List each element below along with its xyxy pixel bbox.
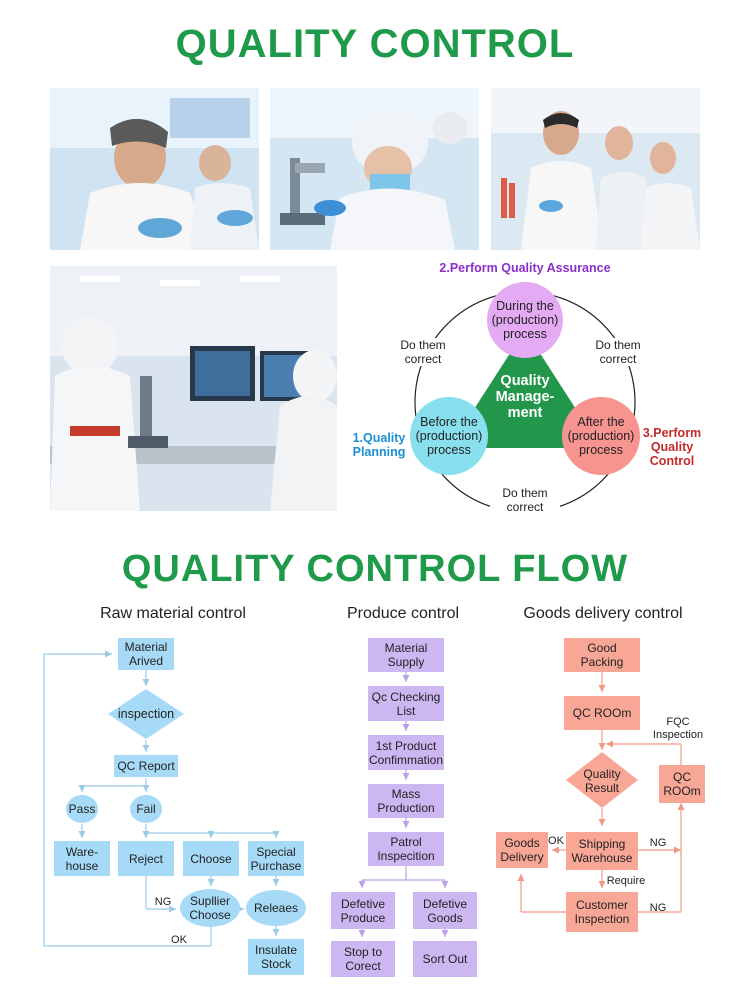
page-title: QUALITY CONTROL bbox=[175, 22, 575, 66]
raw-ng-label: NG bbox=[154, 896, 172, 908]
inspection-diamond bbox=[108, 689, 184, 739]
raw-warehouse: Ware- house bbox=[54, 841, 110, 876]
top-circle-shape bbox=[487, 282, 563, 358]
edge-label-top-left: Do them correct bbox=[393, 338, 453, 366]
flow-title: QUALITY CONTROL FLOW bbox=[121, 548, 629, 590]
raw-supplier-choose: Supllier Choose bbox=[180, 889, 240, 927]
raw-fail: Fail bbox=[130, 795, 162, 823]
delivery-ok-label: OK bbox=[548, 835, 564, 847]
right-circle: After the (production) process bbox=[567, 415, 635, 457]
delivery-ng-label-1: NG bbox=[649, 837, 667, 849]
raw-qc-report: QC Report bbox=[114, 755, 178, 777]
edge-label-bottom: Do them correct bbox=[490, 486, 560, 514]
raw-special-purchase: Special Purchase bbox=[248, 841, 304, 876]
produce-sort-out: Sort Out bbox=[413, 941, 477, 977]
center-label: Quality Manage- ment bbox=[495, 373, 555, 421]
produce-qc-checking-list: Qc Checking List bbox=[368, 686, 444, 721]
label-quality-planning: 1.Quality Planning bbox=[352, 431, 406, 459]
raw-ok-label: OK bbox=[171, 934, 187, 946]
left-circle-shape bbox=[410, 397, 488, 475]
raw-inspection: inspection bbox=[117, 707, 175, 721]
delivery-qc-room: QC ROOm bbox=[564, 696, 640, 730]
produce-stop-to-correct: Stop to Corect bbox=[331, 941, 395, 977]
delivery-quality-result: Quality Result bbox=[583, 767, 621, 795]
right-circle-shape bbox=[562, 397, 640, 475]
raw-release: Releaes bbox=[246, 890, 306, 926]
heading-produce: Produce control bbox=[346, 605, 460, 622]
raw-insulate-stock: Insulate Stock bbox=[248, 939, 304, 975]
raw-choose: Choose bbox=[183, 841, 239, 876]
edge-label-top-right: Do them correct bbox=[588, 338, 648, 366]
delivery-customer-inspection: Customer Inspection bbox=[566, 892, 638, 932]
label-quality-assurance: 2.Perform Quality Assurance bbox=[439, 261, 611, 275]
produce-patrol-inspection: Patrol Inspecition bbox=[368, 832, 444, 866]
lab-photo-scientist-gloves bbox=[50, 88, 259, 250]
produce-defective-produce: Defetive Produce bbox=[331, 892, 395, 929]
top-circle: During the (production) process bbox=[491, 299, 559, 341]
heading-delivery: Goods delivery control bbox=[523, 605, 683, 622]
delivery-shipping-warehouse: Shipping Warehouse bbox=[566, 832, 638, 870]
produce-material-supply: Material Supply bbox=[368, 638, 444, 672]
center-triangle bbox=[449, 330, 601, 448]
lab-photo-cleanroom bbox=[50, 266, 337, 511]
raw-reject: Reject bbox=[118, 841, 174, 876]
lab-photo-team-pipettes bbox=[491, 88, 700, 250]
delivery-fqc-label: FQC Inspection bbox=[652, 716, 704, 741]
left-circle: Before the (production) process bbox=[415, 415, 483, 457]
produce-defective-goods: Defetive Goods bbox=[413, 892, 477, 929]
delivery-ng-label-2: NG bbox=[649, 902, 667, 914]
produce-mass-production: Mass Production bbox=[368, 784, 444, 818]
delivery-require-label: Require bbox=[606, 875, 646, 887]
lab-photo-microscope bbox=[270, 88, 479, 250]
raw-pass: Pass bbox=[66, 795, 98, 823]
label-quality-control: 3.Perform Quality Control bbox=[642, 426, 702, 468]
raw-material-arrived: Material Arived bbox=[118, 638, 174, 670]
quality-result-diamond bbox=[566, 752, 638, 808]
heading-raw-material: Raw material control bbox=[100, 605, 246, 622]
produce-first-product: 1st Product Confimmation bbox=[368, 735, 444, 770]
delivery-goods-delivery: Goods Delivery bbox=[496, 832, 548, 868]
delivery-good-packing: Good Packing bbox=[564, 638, 640, 672]
delivery-qc-room-right: QC ROOm bbox=[659, 765, 705, 803]
